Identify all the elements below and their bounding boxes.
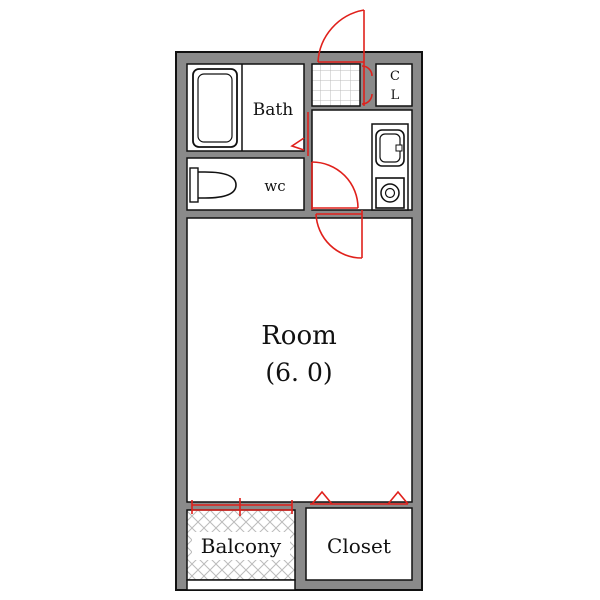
closet	[305, 507, 413, 581]
balcony-label: Balcony	[201, 534, 282, 558]
wc-label: wc	[264, 177, 285, 195]
linen-closet-label-top: C	[390, 69, 400, 84]
sink-icon	[375, 129, 405, 167]
closet-label: Closet	[327, 534, 391, 558]
room-area-label: (6. 0)	[265, 358, 332, 387]
door-symbols	[191, 9, 409, 516]
toilet-icon	[191, 171, 237, 199]
main-room	[186, 217, 413, 503]
bath-label: Bath	[253, 100, 293, 120]
room-label: Room	[261, 321, 337, 351]
linen-closet	[375, 63, 413, 107]
entrance-floor	[311, 63, 361, 107]
bathtub	[192, 68, 238, 148]
linen-closet-label-bottom: L	[391, 88, 400, 103]
